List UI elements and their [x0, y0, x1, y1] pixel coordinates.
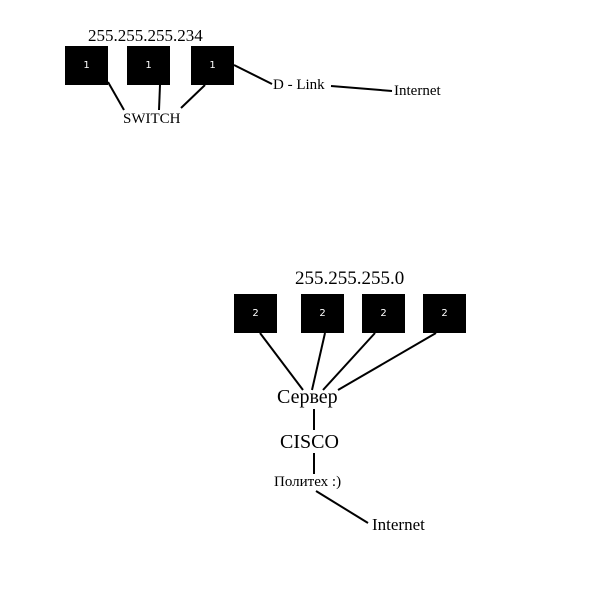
- computer-node-label: 1: [209, 60, 216, 71]
- switch-label: SWITCH: [123, 111, 181, 127]
- link-computer-a1-switch: [107, 81, 125, 111]
- link-computer-a3-dlink: [233, 64, 273, 85]
- computer-node-b4: 2: [423, 294, 466, 333]
- link-provider-internet: [315, 490, 369, 524]
- router-label: D - Link: [273, 77, 325, 93]
- computer-node-label: 1: [145, 60, 152, 71]
- link-computer-b3-server: [322, 332, 376, 391]
- bottom-internet-label: Internet: [372, 515, 425, 534]
- computer-node-a2: 1: [127, 46, 170, 85]
- computer-node-a1: 1: [65, 46, 108, 85]
- top-subnet-mask-label: 255.255.255.234: [88, 26, 203, 45]
- link-computer-a3-switch: [180, 84, 206, 109]
- top-internet-label: Internet: [394, 83, 441, 99]
- computer-node-label: 2: [252, 308, 259, 319]
- server-label: Сервер: [277, 386, 338, 408]
- computer-node-a3: 1: [191, 46, 234, 85]
- provider-label: Политех :): [274, 474, 342, 490]
- link-computer-b4-server: [337, 332, 437, 391]
- computer-node-label: 2: [441, 308, 448, 319]
- computer-node-label: 2: [380, 308, 387, 319]
- computer-node-b2: 2: [301, 294, 344, 333]
- link-dlink-internet: [330, 85, 393, 92]
- computer-node-label: 1: [83, 60, 90, 71]
- link-computer-b2-server: [311, 332, 326, 391]
- computer-node-b1: 2: [234, 294, 277, 333]
- bottom-subnet-mask-label: 255.255.255.0: [295, 268, 405, 289]
- cisco-label: CISCO: [280, 431, 339, 453]
- link-computer-a2-switch: [158, 84, 161, 111]
- computer-node-label: 2: [319, 308, 326, 319]
- link-computer-b1-server: [259, 332, 304, 391]
- computer-node-b3: 2: [362, 294, 405, 333]
